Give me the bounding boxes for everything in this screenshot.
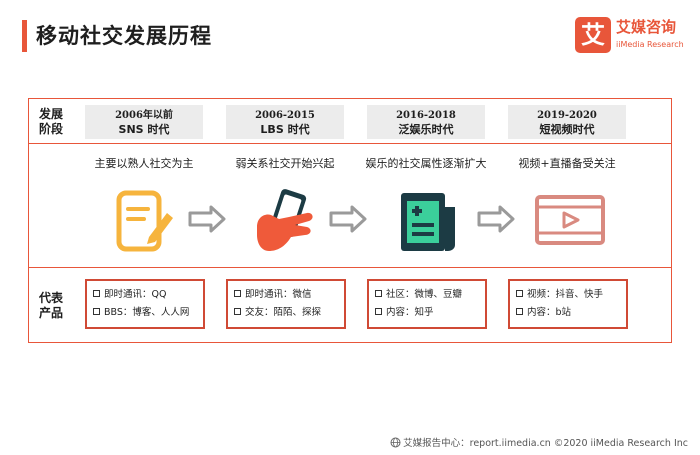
product-box-entertainment: 社区：微博、豆瓣 内容：知乎: [367, 279, 487, 329]
era-name: 泛娱乐时代: [398, 123, 454, 136]
era-header-sns: 2006年以前 SNS 时代: [85, 105, 203, 139]
footer-credit: 艾媒报告中心：report.iimedia.cn ©2020 iiMedia R…: [390, 437, 688, 451]
checkbox-square-icon: [93, 290, 100, 297]
title-accent-bar: [22, 20, 27, 52]
checkbox-square-icon: [93, 308, 100, 315]
era-header-short-video: 2019-2020 短视频时代: [508, 105, 626, 139]
product-item-text: 内容：知乎: [386, 307, 434, 318]
era-name: SNS 时代: [118, 123, 170, 136]
era-name: LBS 时代: [260, 123, 310, 136]
era-header-lbs: 2006-2015 LBS 时代: [226, 105, 344, 139]
era-feature-text: 弱关系社交开始兴起: [235, 157, 335, 170]
stage-row-label: 发展 阶段: [39, 107, 79, 137]
era-name: 短视频时代: [539, 123, 595, 136]
logo-english-name: iiMedia Research: [616, 40, 684, 49]
stage-label-line1: 发展: [39, 107, 64, 121]
footer-text: 艾媒报告中心：report.iimedia.cn ©2020 iiMedia R…: [403, 438, 688, 449]
checkbox-square-icon: [516, 290, 523, 297]
arrow-right-icon: [477, 205, 515, 233]
stage-label-line2: 阶段: [39, 122, 64, 136]
checkbox-square-icon: [375, 290, 382, 297]
product-item-text: BBS：博客、人人网: [104, 307, 190, 318]
product-item-text: 社区：微博、豆瓣: [386, 289, 463, 300]
logo-chinese-name: 艾媒咨询: [616, 18, 677, 36]
product-label-line1: 代表: [39, 291, 64, 305]
product-item: 交友：陌陌、探探: [234, 304, 344, 322]
document-edit-icon: [116, 190, 173, 252]
page-title: 移动社交发展历程: [36, 24, 212, 48]
product-item-text: 即时通讯：微信: [245, 289, 312, 300]
era-header-entertainment: 2016-2018 泛娱乐时代: [367, 105, 485, 139]
era-years: 2019-2020: [537, 110, 597, 121]
era-feature-text: 娱乐的社交属性逐渐扩大: [365, 157, 487, 170]
product-box-short-video: 视频：抖音、快手 内容：b站: [508, 279, 628, 329]
arrow-right-icon: [188, 205, 226, 233]
checkbox-square-icon: [234, 308, 241, 315]
newspaper-icon: [401, 193, 455, 251]
product-item: 即时通讯：微信: [234, 286, 344, 304]
product-label-line2: 产品: [39, 306, 64, 320]
divider-bottom: [29, 267, 671, 268]
hand-holding-phone-icon: [257, 189, 313, 251]
product-item-text: 内容：b站: [527, 307, 572, 318]
product-item: 即时通讯：QQ: [93, 286, 203, 304]
checkbox-square-icon: [375, 308, 382, 315]
product-box-lbs: 即时通讯：微信 交友：陌陌、探探: [226, 279, 346, 329]
logo-mark: 艾: [575, 17, 611, 53]
arrow-right-icon: [329, 205, 367, 233]
product-item-text: 视频：抖音、快手: [527, 289, 604, 300]
product-item: 内容：知乎: [375, 304, 485, 322]
era-years: 2006-2015: [255, 110, 315, 121]
product-item-text: 即时通讯：QQ: [104, 289, 167, 300]
checkbox-square-icon: [234, 290, 241, 297]
era-feature-text: 视频+直播备受关注: [518, 157, 616, 170]
product-item: BBS：博客、人人网: [93, 304, 203, 322]
timeline-panel: 发展 阶段 代表 产品 2006年以前 SNS 时代 2006-2015 LBS…: [28, 98, 672, 343]
product-row-label: 代表 产品: [39, 291, 79, 321]
era-feature-text: 主要以熟人社交为主: [94, 157, 194, 170]
brand-logo: 艾 艾媒咨询 iiMedia Research: [575, 17, 690, 57]
video-play-icon: [535, 195, 605, 245]
era-years: 2006年以前: [115, 110, 173, 121]
product-item: 视频：抖音、快手: [516, 286, 626, 304]
divider-top: [29, 143, 671, 144]
product-box-sns: 即时通讯：QQ BBS：博客、人人网: [85, 279, 205, 329]
globe-icon: [390, 437, 401, 448]
product-item: 社区：微博、豆瓣: [375, 286, 485, 304]
era-years: 2016-2018: [396, 110, 456, 121]
product-item: 内容：b站: [516, 304, 626, 322]
product-item-text: 交友：陌陌、探探: [245, 307, 322, 318]
checkbox-square-icon: [516, 308, 523, 315]
